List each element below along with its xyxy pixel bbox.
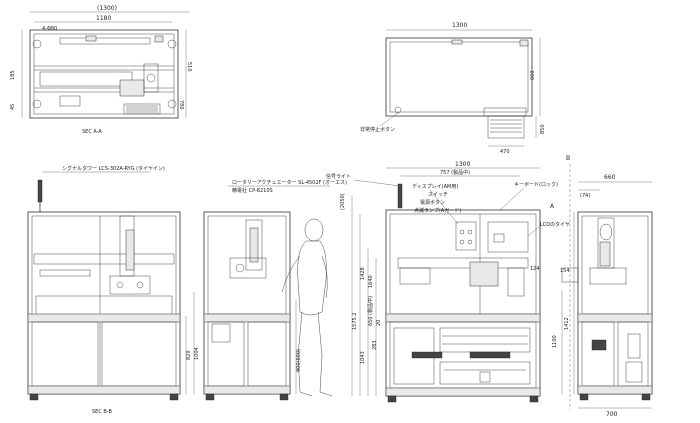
top-section-label: SEC A-A: [82, 129, 102, 135]
side-dim-h6: 650 (製品中): [367, 296, 374, 326]
top-dim-right: 510: [186, 62, 192, 72]
side-note-switch: スイッチ: [428, 192, 448, 198]
side-view: 1300 757 (製品中) (2050) 1: [326, 161, 570, 403]
right-dim-bottom: 700: [606, 411, 618, 418]
side-display: [487, 221, 529, 253]
side-panel-switches: [455, 221, 477, 251]
front-signal-tower: [37, 179, 43, 203]
side-dim-h2: 1575.2: [352, 313, 358, 331]
front-dim-height-b: 1004: [194, 347, 200, 360]
plan-dim-height: 660: [530, 70, 536, 80]
side-note-guard: 点滅ランプ(Aガード): [414, 207, 461, 214]
plan-view: 1300 非常停止ボタン 660 850 470: [360, 22, 546, 155]
right-view: B A 660 (74) 154 1412 1100 700: [550, 155, 653, 418]
front-dim-height-a: 820: [186, 350, 192, 360]
top-hole-label: 4-Φ80: [42, 26, 57, 32]
right-section-mark-b: B: [566, 155, 570, 162]
side-terminal-block: [411, 351, 443, 359]
side-dim-h7: 283: [372, 340, 378, 350]
plan-vent-panel: [487, 115, 525, 139]
side-note-key: キーボード(ロック): [514, 181, 558, 188]
front-callout-signal: シグナルタワー LCS-302A-RYG (タイヤイン): [62, 165, 165, 172]
operator-control-box: [211, 323, 231, 343]
side-signal-tower: [397, 183, 403, 209]
side-dim-top-sub: 757 (製品中): [440, 169, 470, 176]
side-note-signal: 信号ライト: [326, 173, 351, 180]
side-dim-h8: 20: [376, 320, 382, 326]
plan-estop-note: 非常停止ボタン: [360, 126, 395, 133]
front-caster-right: [169, 393, 179, 401]
top-dim-overall: (1300): [97, 5, 117, 12]
plan-dim-height-b: 850: [540, 124, 546, 134]
front-section-label: SEC B-B: [92, 409, 112, 415]
top-dim-left-b: 45: [10, 104, 16, 110]
plan-dim-width: 1300: [452, 22, 467, 29]
top-actuator-block: [119, 79, 145, 97]
top-dim-height: 780: [178, 100, 184, 110]
side-dim-h1: (2050): [340, 193, 346, 210]
side-note-disp: ディスプレイ(AM用): [412, 183, 458, 190]
front-table-top: [27, 313, 181, 323]
side-dim-r1: 124: [530, 266, 540, 272]
right-cabinet: [617, 321, 649, 387]
plan-frame: [385, 37, 533, 117]
operator-callout-2: 精電社 CP-8210S: [232, 187, 273, 194]
side-dim-h5: 1043: [360, 351, 366, 364]
operator-callout-1: ロータリーアクチュエーター SL-4502F (オーエス): [232, 179, 347, 186]
side-dim-h3: 1428: [360, 267, 366, 280]
operator-view: ロータリーアクチュエーター SL-4502F (オーエス) 精電社 CP-821…: [203, 179, 347, 401]
side-note-lcd: LCDのタイヤ: [540, 221, 570, 228]
right-dim-top-sub: (74): [580, 193, 590, 199]
operator-dim-height: 900(600): [296, 349, 302, 372]
top-view-section-aa: (1300) 1180 4-Φ80 510 185 45 780 SEC A-A: [10, 5, 192, 135]
plan-dim-bottom: 470: [500, 149, 510, 155]
operator-frame: [203, 211, 291, 395]
right-section-mark-a: A: [550, 203, 555, 210]
top-frame: [29, 29, 179, 119]
top-dim-inner: 1180: [96, 15, 111, 22]
front-frame: [27, 211, 181, 395]
side-note-power: 電源ボタン: [420, 199, 445, 206]
top-dim-left-a: 185: [10, 70, 16, 80]
operator-rotary-unit: [245, 219, 263, 271]
front-view-section-bb: シグナルタワー LCS-302A-RYG (タイヤイン) 820 1004 SE…: [27, 165, 200, 415]
right-dim-h3: 154: [560, 268, 570, 274]
right-frame: [577, 211, 653, 395]
side-dim-h4: 1640: [368, 275, 374, 288]
right-dim-h2: 1100: [552, 335, 558, 348]
side-dim-top: 1300: [455, 161, 470, 168]
top-corner-hole: [32, 39, 42, 49]
side-frame: [385, 209, 541, 397]
operator-figure: [281, 218, 333, 397]
front-caster-left: [29, 393, 39, 401]
right-dim-h1: 1412: [564, 317, 570, 330]
right-dim-top: 660: [604, 174, 616, 181]
